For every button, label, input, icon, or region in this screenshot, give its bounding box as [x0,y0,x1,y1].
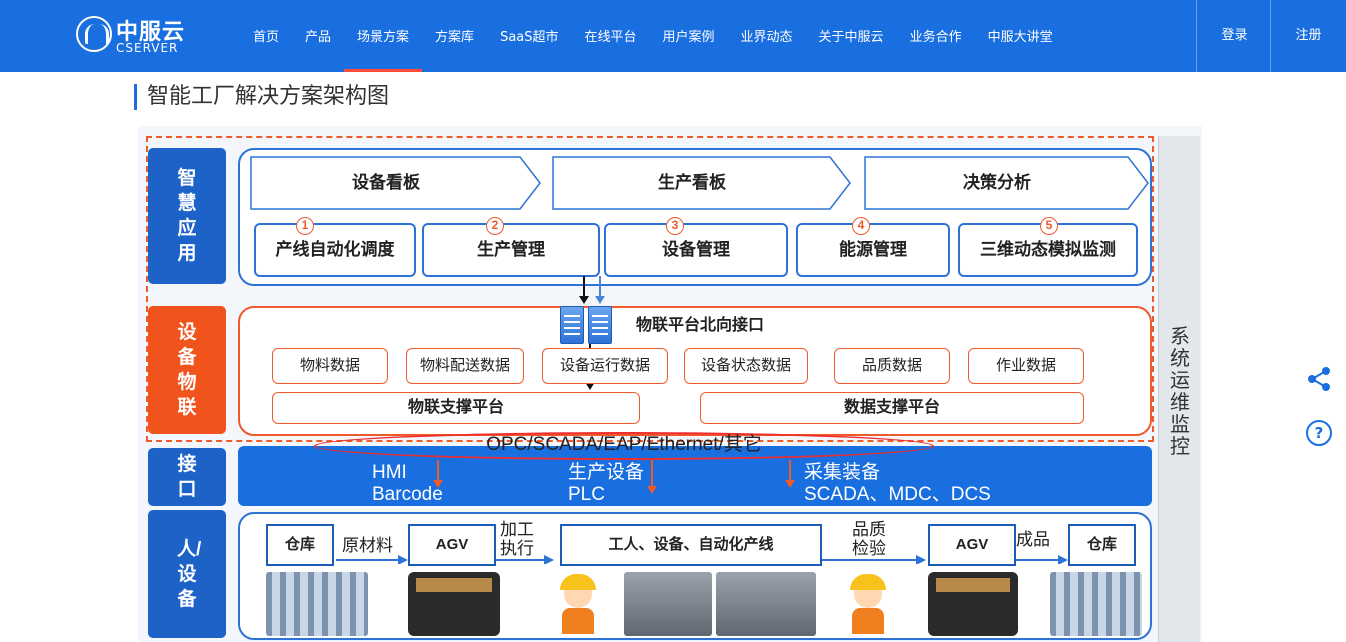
iface-scada: SCADA、MDC、DCS [804,484,991,505]
cnc-machine-image [624,572,712,636]
module-energy-mgmt: 能源管理 [796,223,950,277]
worker-icon [552,572,604,636]
board-decision: 决策分析 [864,156,1150,210]
nav-item-cooperation[interactable]: 业务合作 [909,30,962,45]
module-number-badge: 2 [486,217,504,235]
nav-item-online-platform[interactable]: 在线平台 [584,30,637,45]
iface-collection: 采集装备 [804,462,881,483]
data-tag-equipment-status: 设备状态数据 [684,348,808,384]
data-tag-equipment-running: 设备运行数据 [542,348,668,384]
module-number-badge: 3 [666,217,684,235]
cserver-logo[interactable]: 中服云 CSERVER [76,10,206,60]
layer-label-iot: 设备物联 [148,306,226,434]
page-title: 智能工厂解决方案架构图 [134,84,389,110]
flow-production-line: 工人、设备、自动化产线 [560,524,822,566]
module-number-badge: 4 [852,217,870,235]
nav-item-scenarios[interactable]: 场景方案 [344,0,423,72]
data-support-platform: 数据支撑平台 [700,392,1084,424]
production-flow-arrows [336,555,1068,564]
main-nav: 首页 产品 场景方案 方案库 SaaS超市 在线平台 用户案例 业界动态 关于中… [240,0,1066,72]
nav-item-saas-market[interactable]: SaaS超市 [500,30,559,45]
logo-mark-icon [76,16,112,52]
iface-hmi: HMI [372,462,407,483]
nav-item-about[interactable]: 关于中服云 [818,30,884,45]
data-tag-operation: 作业数据 [968,348,1084,384]
module-number-badge: 1 [296,217,314,235]
flow-raw-material: 原材料 [342,536,393,555]
architecture-diagram: 智慧应用 设备物联 接口 人/设备 设备看板 生产看板 决策分析 产线自动化调度… [138,126,1202,642]
help-icon[interactable]: ? [1306,420,1332,446]
system-ops-monitoring: 系统运维监控 [1158,136,1200,642]
iface-plc: PLC [568,484,605,505]
layer-label-interface: 接口 [148,448,226,506]
agv-robot-image [928,572,1018,636]
data-tag-material-delivery: 物料配送数据 [406,348,524,384]
flow-agv-out: AGV [928,524,1016,566]
module-equipment-mgmt: 设备管理 [604,223,788,277]
login-button[interactable]: 登录 [1196,0,1272,72]
module-line-scheduling: 产线自动化调度 [254,223,416,277]
iface-barcode: Barcode [372,484,443,505]
register-button[interactable]: 注册 [1270,0,1346,72]
nav-item-home[interactable]: 首页 [253,30,280,45]
layer-label-people: 人/设备 [148,510,226,638]
nav-item-user-cases[interactable]: 用户案例 [662,30,715,45]
nav-item-solution-library[interactable]: 方案库 [435,30,475,45]
ops-label: 系统运维监控 [1170,326,1190,458]
protocol-arrows [433,460,795,494]
top-nav-bar: 中服云 CSERVER 首页 产品 场景方案 方案库 SaaS超市 在线平台 用… [0,0,1346,72]
agv-robot-image [408,572,500,636]
board-equipment: 设备看板 [250,156,542,210]
iot-support-platform: 物联支撑平台 [272,392,640,424]
nav-item-industry-news[interactable]: 业界动态 [740,30,793,45]
data-tag-material: 物料数据 [272,348,388,384]
board-production: 生产看板 [552,156,852,210]
flow-process: 加工执行 [500,520,534,558]
warehouse-rack-image [1050,572,1142,636]
share-icon[interactable] [1306,366,1332,392]
logo-chinese-text: 中服云 [116,20,186,45]
flow-agv-in: AGV [408,524,496,566]
iface-prod-equipment: 生产设备 [568,462,645,483]
module-production-mgmt: 生产管理 [422,223,600,277]
warehouse-rack-image [266,572,368,636]
logo-english-text: CSERVER [116,41,179,55]
flow-warehouse-out: 仓库 [1068,524,1136,566]
iot-northbound-title: 物联平台北向接口 [636,317,765,334]
nav-item-products[interactable]: 产品 [305,30,332,45]
protocol-ellipse: OPC/SCADA/EAP/Ethernet/其它 [314,432,934,460]
worker-icon [842,572,894,636]
module-number-badge: 5 [1040,217,1058,235]
server-icon [560,306,584,344]
flow-finished-product: 成品 [1016,530,1050,549]
nav-item-lecture-hall[interactable]: 中服大讲堂 [987,30,1053,45]
flow-warehouse-in: 仓库 [266,524,334,566]
automation-line-image [716,572,816,636]
server-icon [588,306,612,344]
layer-label-app: 智慧应用 [148,148,226,284]
data-tag-quality: 品质数据 [834,348,950,384]
flow-quality-check: 品质检验 [852,520,886,558]
